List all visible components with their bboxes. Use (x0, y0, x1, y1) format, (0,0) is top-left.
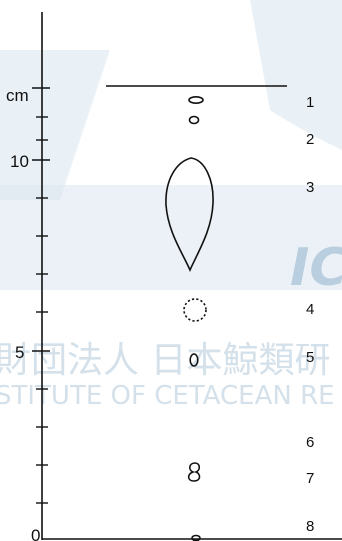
tick-label-10: 10 (10, 152, 29, 171)
item-label-8: 8 (306, 518, 314, 535)
watermark-japanese-text: 財団法人 日本鯨類研 (0, 340, 330, 381)
item-7-figure-eight (187, 462, 201, 482)
watermark: IC 財団法人 日本鯨類研 STITUTE OF CETACEAN RE (0, 0, 342, 411)
item-3-leaf-outline (165, 157, 214, 272)
watermark-logo-text: IC (290, 238, 342, 298)
specimen-shapes (106, 85, 287, 541)
watermark-swoosh-shape (0, 50, 110, 200)
item-label-2: 2 (306, 131, 314, 148)
item-label-3: 3 (306, 179, 314, 196)
item-label-5: 5 (306, 349, 314, 366)
item-2-upper-oval (188, 96, 204, 105)
item-label-6: 6 (306, 434, 314, 451)
item-2-lower-oval (188, 115, 200, 125)
watermark-swoosh-shape-2 (250, 0, 342, 150)
item-8-tiny-oval (191, 534, 201, 541)
axis-unit-label: cm (6, 86, 29, 105)
item-labels: 1 2 3 4 5 6 7 8 (306, 94, 314, 535)
item-5-small-oval (189, 353, 199, 367)
tick-label-5: 5 (15, 343, 24, 362)
y-axis-ticks (32, 87, 50, 504)
watermark-english-text: STITUTE OF CETACEAN RE (0, 381, 335, 411)
watermark-band (0, 185, 342, 290)
item-label-7: 7 (306, 470, 314, 487)
item-4-dotted-circle (183, 298, 207, 322)
item-label-1: 1 (306, 94, 314, 111)
item-label-4: 4 (306, 301, 314, 318)
tick-label-0: 0 (31, 526, 40, 541)
